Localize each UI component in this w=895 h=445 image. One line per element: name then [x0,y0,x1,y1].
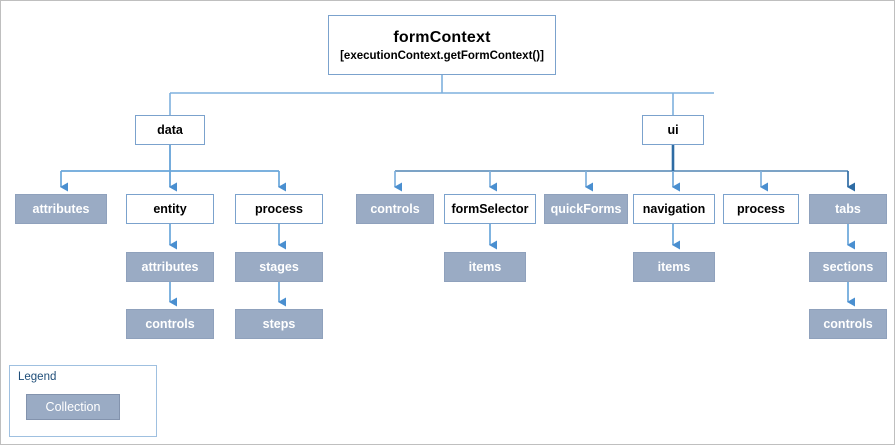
node-label: navigation [642,201,706,216]
node-data-entity[interactable]: entity [126,194,214,224]
connector-root-to-level2 [169,75,714,192]
node-label: items [468,259,502,274]
node-data-process[interactable]: process [235,194,323,224]
node-process-stages[interactable]: stages [235,252,323,282]
node-label: attributes [32,201,90,216]
node-stages-steps[interactable]: steps [235,309,323,339]
node-ui-process[interactable]: process [723,194,799,224]
node-ui-tabs[interactable]: tabs [809,194,887,224]
node-sections-controls[interactable]: controls [809,309,887,339]
root-node-subtitle: [executionContext.getFormContext()] [340,50,544,63]
node-label: quickForms [550,201,622,216]
node-attributes-controls[interactable]: controls [126,309,214,339]
node-ui-quickforms[interactable]: quickForms [544,194,628,224]
root-node-title: formContext [393,28,491,46]
legend-swatch-label: Collection [45,400,101,414]
node-formcontext[interactable]: formContext [executionContext.getFormCon… [328,15,556,75]
node-formselector-items[interactable]: items [444,252,526,282]
connector-ui-to-children [394,145,855,192]
node-label: process [255,201,303,216]
node-label: entity [153,201,187,216]
node-label: controls [823,316,873,331]
node-label: tabs [835,201,861,216]
node-entity-attributes[interactable]: attributes [126,252,214,282]
node-data[interactable]: data [135,115,205,145]
node-tabs-sections[interactable]: sections [809,252,887,282]
legend-swatch-collection: Collection [26,394,120,420]
node-ui-formselector[interactable]: formSelector [444,194,536,224]
node-label: data [157,122,183,137]
node-data-attributes[interactable]: attributes [15,194,107,224]
connector-level3-to-level4 [169,224,855,250]
node-label: ui [667,122,679,137]
node-navigation-items[interactable]: items [633,252,715,282]
node-label: steps [262,316,296,331]
node-label: sections [822,259,874,274]
node-label: controls [145,316,195,331]
node-label: formSelector [451,201,529,216]
node-ui-navigation[interactable]: navigation [633,194,715,224]
connector-data-to-children [60,145,286,192]
node-label: process [737,201,785,216]
node-label: controls [370,201,420,216]
legend-title: Legend [18,371,57,383]
node-ui-controls[interactable]: controls [356,194,434,224]
node-label: stages [259,259,299,274]
node-label: items [657,259,691,274]
node-ui[interactable]: ui [642,115,704,145]
connector-level4-to-level5 [169,282,855,307]
legend: Legend Collection [9,365,157,437]
node-label: attributes [141,259,199,274]
